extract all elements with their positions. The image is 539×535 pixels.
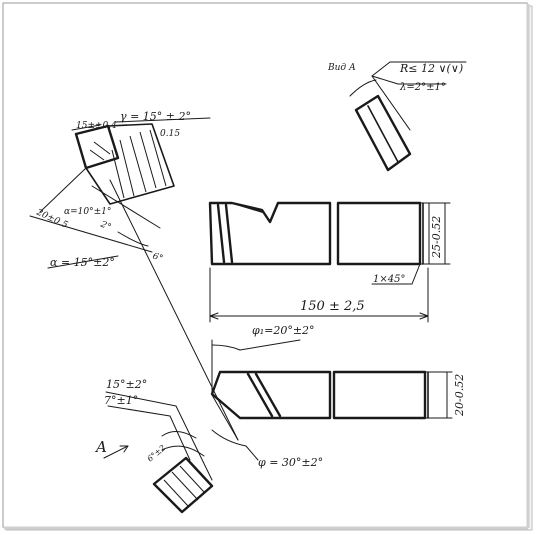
angle-15-label: 15°±2° bbox=[106, 378, 147, 391]
tool-side-view bbox=[208, 201, 451, 266]
angle-7-label: 7°±1° bbox=[104, 394, 138, 407]
phi-angle bbox=[211, 394, 259, 461]
sheet-frame bbox=[2, 2, 533, 531]
chamfer-width-label: 15±±0.4 bbox=[76, 121, 117, 131]
angle-small-label: 2° bbox=[98, 219, 112, 233]
length-dimension bbox=[209, 267, 429, 323]
lambda-label: λ=2°±1° bbox=[399, 82, 446, 93]
phi-label: φ = 30°±2° bbox=[258, 456, 323, 469]
phi1-label: φ₁=20°±2° bbox=[252, 324, 315, 337]
width-label: 20-0.52 bbox=[453, 374, 466, 417]
section-bottom bbox=[103, 391, 214, 514]
phi1-angle bbox=[211, 339, 301, 396]
angle-6-label: 6° bbox=[151, 251, 164, 264]
height-top-label: 25-0.52 bbox=[430, 216, 443, 259]
alpha-r-label: α=10°±1° bbox=[64, 207, 111, 217]
roughness-label: R≤ 12 ∨(∨) bbox=[399, 62, 463, 75]
tool-plan-view bbox=[210, 370, 453, 420]
view-a bbox=[349, 61, 467, 172]
section-main bbox=[29, 117, 211, 253]
gamma-label: γ = 15° ± 2° bbox=[120, 110, 191, 123]
length-label: 150 ± 2,5 bbox=[300, 299, 365, 314]
view-arrow-label: A bbox=[94, 438, 107, 456]
chamfer-label: 1×45° bbox=[373, 274, 405, 285]
radius-small-label: 0.15 bbox=[160, 129, 180, 139]
view-label: Вид А bbox=[327, 63, 356, 73]
